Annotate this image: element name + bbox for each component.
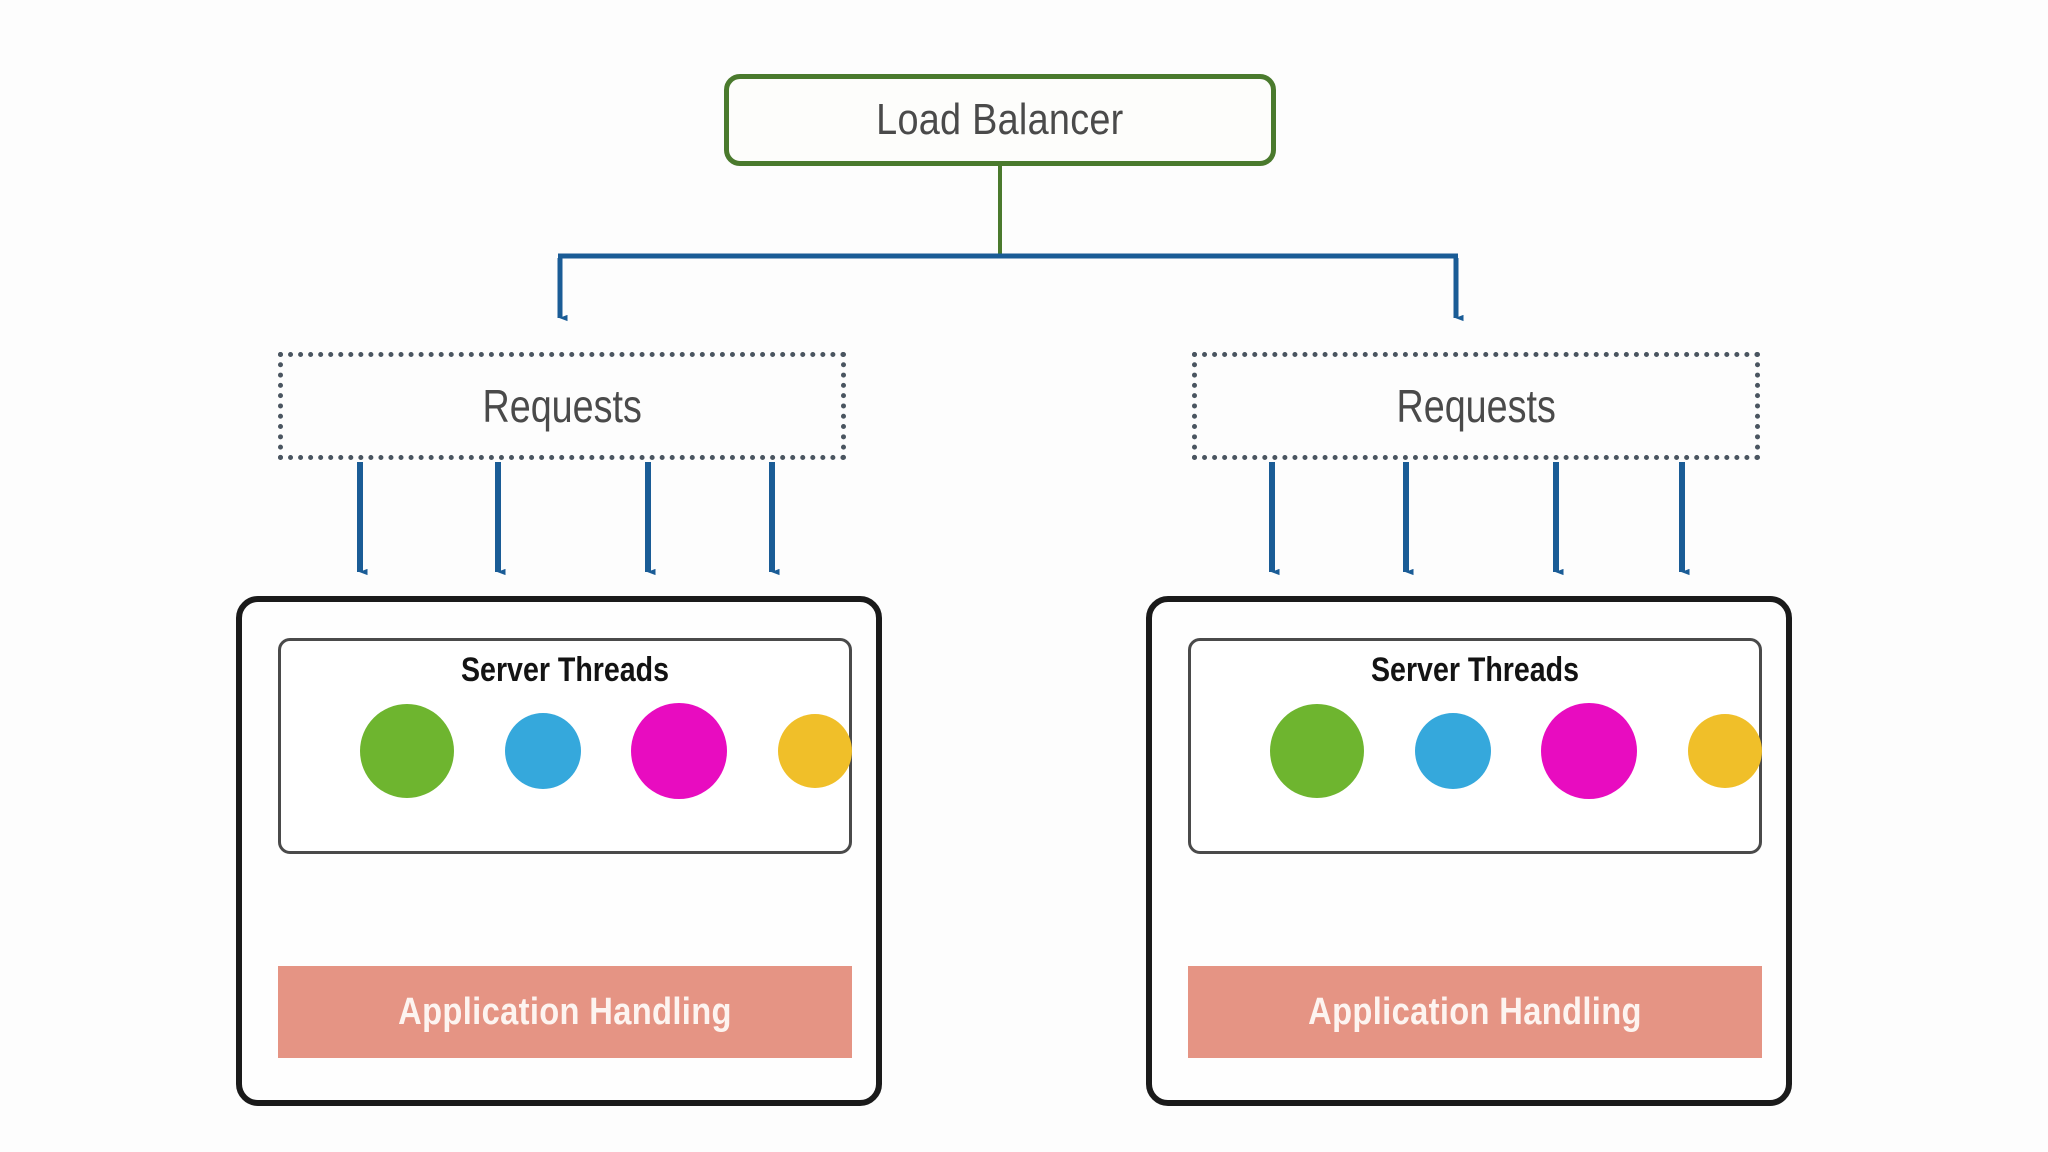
thread-magenta[interactable] [631,703,727,799]
application-handling-bar[interactable]: Application Handling [278,966,852,1058]
requests-label: Requests [1396,380,1556,432]
server-threads-panel: Server Threads [1188,638,1762,854]
thread-green[interactable] [360,704,454,798]
thread-blue[interactable] [1415,713,1491,789]
thread-yellow[interactable] [1688,714,1762,788]
application-handling-label: Application Handling [398,990,732,1033]
thread-circle-group [281,703,852,853]
load-balancer-label: Load Balancer [876,95,1124,144]
thread-circle-group [1191,703,1762,853]
server-threads-title: Server Threads [461,651,669,689]
requests-box-right[interactable]: Requests [1192,352,1760,460]
server-node-right[interactable]: Server Threads Application Handling [1146,596,1792,1106]
requests-box-left[interactable]: Requests [278,352,846,460]
branch-connectors [557,253,1464,322]
request-arrows-left [357,462,780,576]
thread-yellow[interactable] [778,714,852,788]
thread-blue[interactable] [505,713,581,789]
server-threads-title: Server Threads [1371,651,1579,689]
thread-magenta[interactable] [1541,703,1637,799]
load-balancer-node[interactable]: Load Balancer [724,74,1276,166]
requests-label: Requests [482,380,642,432]
application-handling-label: Application Handling [1308,990,1642,1033]
application-handling-bar[interactable]: Application Handling [1188,966,1762,1058]
server-threads-panel: Server Threads [278,638,852,854]
thread-green[interactable] [1270,704,1364,798]
request-arrows-right [1269,462,1690,576]
server-node-left[interactable]: Server Threads Application Handling [236,596,882,1106]
